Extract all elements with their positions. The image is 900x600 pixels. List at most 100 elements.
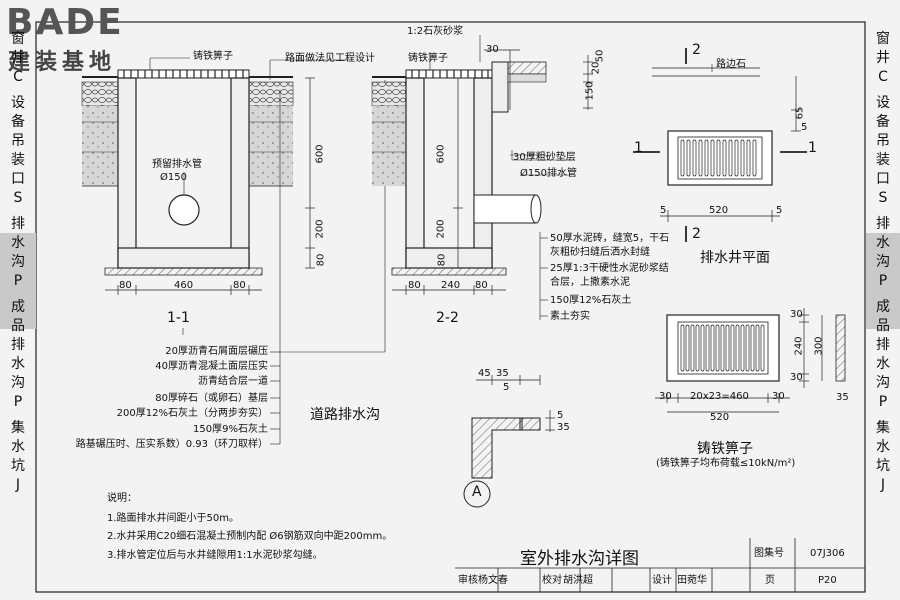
sidebar-char: 排 [11,337,25,353]
review-label: 审核 [458,575,478,586]
s1-title: 1-1 [167,310,190,326]
s2-cushion-label: 30厚粗砂垫层 [513,152,576,163]
brand-logo: BADE [6,2,124,43]
note-2: 2.水井采用C20细石混凝土预制内配 Ø6钢筋双向中距200mm。 [107,531,393,542]
sidebar-char: 品 [11,318,25,334]
sidebar-char: 沟 [11,375,25,391]
s2-layer-4: 合层，上撒素水泥 [550,277,630,288]
sidebar-char: 装 [876,152,890,168]
s2-dim-150: 150 [584,81,596,101]
sidebar-char: 窗 [876,31,890,47]
grate-dim-30-right: 30 [772,391,785,402]
grate-dim-35: 35 [836,392,849,403]
s2-dim-50: 50 [594,49,606,63]
sidebar-char: 排 [11,216,25,232]
sidebar-char: 水 [876,235,890,251]
sidebar-char: C [878,69,888,85]
sidebar-char: 排 [876,337,890,353]
sidebar-char: 集 [876,420,890,436]
sidebar-left-highlight [0,233,36,329]
s2-top-label: 1:2石灰砂浆 [407,26,464,37]
plan-mark-2-top: 2 [692,42,701,58]
grate-dim-460: 20x23=460 [690,391,749,402]
plan-mark-2-bottom: 2 [692,226,701,242]
plan-mark-1-right: 1 [808,140,817,156]
sidebar-char: 成 [11,299,25,315]
sidebar-char: 集 [11,420,25,436]
sidebar-char: 口 [876,171,890,187]
s1-dim-w-80a: 80 [119,280,132,291]
road-layer-3: 沥青结合层一道 [198,376,268,387]
check-label: 校对 [542,575,562,586]
s2-layer-1: 50厚水泥砖，缝宽5，干石 [550,233,670,244]
sidebar-char: 沟 [876,254,890,270]
plan-dim-5-v: 5 [801,122,808,133]
atlas-label: 图集号 [754,548,784,559]
grate-dim-240: 240 [793,336,805,356]
sidebar-char: 井 [876,50,890,66]
plan-mark-1-left: 1 [634,140,643,156]
sidebar-char: 吊 [11,133,25,149]
detail-a-mark: A [472,484,482,500]
s2-grate-label: 铸铁箅子 [408,53,448,64]
sidebar-char: 设 [11,95,25,111]
road-layer-4: 80厚碎石（或卵石）基层 [155,393,268,404]
grate-load-note: (铸铁箅子均布荷载≤10kN/m²) [656,458,796,469]
atlas-number: 07J306 [810,548,845,559]
sidebar-char: P [13,273,23,289]
s2-layer-2: 灰粗砂扫缝后洒水封缝 [550,247,650,258]
drawing-title: 室外排水沟详图 [520,549,639,569]
road-drain-title: 道路排水沟 [310,407,380,423]
s2-dim-w-240: 240 [441,280,461,291]
s1-road-label: 路面做法见工程设计 [285,53,375,64]
title-block-grid [455,538,865,592]
reviewer-name: 杨文春 [478,575,508,586]
sheet-frame [35,21,866,593]
sidebar-char: 装 [11,152,25,168]
s2-dim-w-80a: 80 [408,280,421,291]
grate-title: 铸铁箅子 [697,441,753,457]
detail-a-dim-35: 35 [496,368,509,379]
plan-view-drawing [633,48,807,242]
grate-dim-30-top: 30 [790,309,803,320]
s2-layer-6: 素土夯实 [550,311,590,322]
sidebar-char: 井 [11,50,25,66]
detail-a-dim-35b: 35 [557,422,570,433]
grate-dim-30-left: 30 [659,391,672,402]
detail-a-dim-45: 45 [478,368,491,379]
plan-curb-label: 路边石 [716,59,746,70]
s2-drain-pipe-label: Ø150排水管 [520,168,577,179]
s2-dim-20: 20 [590,61,602,75]
road-layer-5: 200厚12%石灰土（分两步夯实） [116,408,268,419]
s2-dim-600: 600 [435,144,447,164]
s2-dim-200: 200 [435,219,447,239]
notes-heading: 说明： [107,493,137,504]
section-2-2-drawing [371,35,593,320]
sidebar-char: 窗 [11,31,25,47]
s1-grate-label: 铸铁箅子 [193,51,233,62]
s1-pipe-dia: Ø150 [160,172,187,183]
road-layer-1: 20厚沥青石屑面层碾压 [165,346,268,357]
s2-dim-30: 30 [486,44,499,55]
sidebar-char: 排 [876,216,890,232]
sidebar-char: 沟 [11,254,25,270]
sidebar-char: 设 [876,95,890,111]
plan-dim-65: 65 [794,106,806,120]
sidebar-char: S [878,190,888,206]
sidebar-char: 水 [876,356,890,372]
plan-dim-520: 520 [709,205,729,216]
road-layer-6: 150厚9%石灰土 [193,424,268,435]
s2-title: 2-2 [436,310,459,326]
